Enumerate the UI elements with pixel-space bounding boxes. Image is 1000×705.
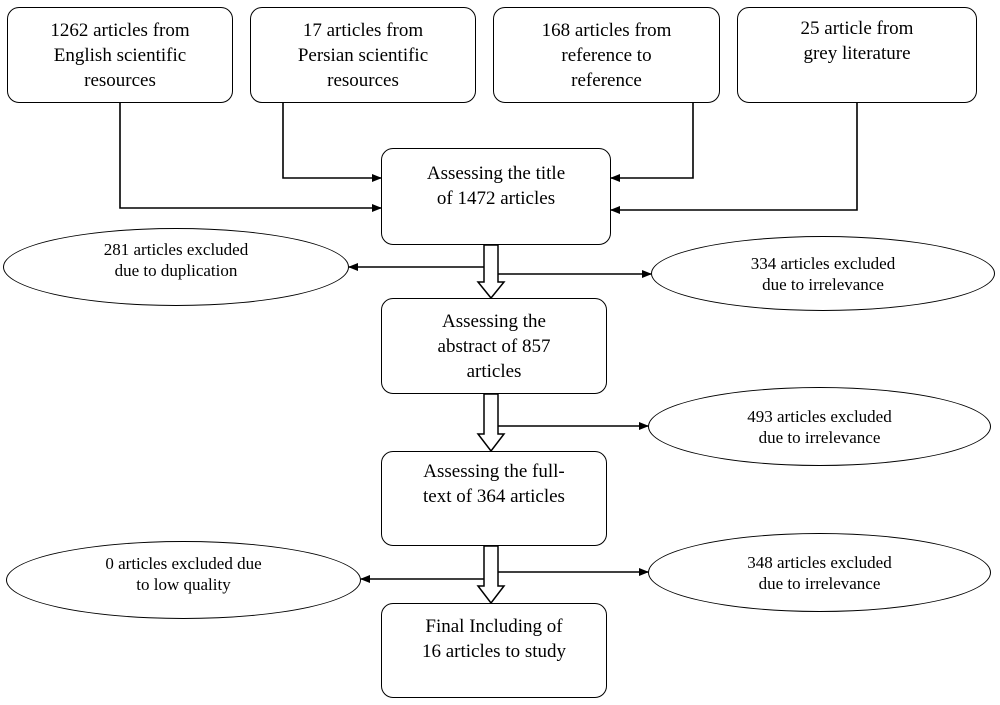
node-text-line: Assessing the: [442, 310, 546, 332]
node-text-line: abstract of 857: [437, 335, 551, 357]
node-text-line: articles: [466, 360, 522, 382]
step-box-title-screening: Assessing the title of 1472 articles: [381, 148, 611, 245]
node-text-line: English scientific: [53, 44, 187, 66]
node-text-line: Assessing the title: [426, 163, 566, 184]
node-text-line: 281 articles excluded: [103, 240, 249, 259]
node-text-line: due to irrelevance: [758, 427, 881, 447]
flow-arrow-title-to-abstract: [476, 244, 506, 300]
source-box-grey-literature: 25 article from grey literature: [737, 7, 977, 103]
node-text-line: due to irrelevance: [758, 573, 881, 593]
connector-grey-to-title: [610, 103, 858, 214]
node-text-line: Assessing the full-: [423, 461, 565, 482]
source-box-persian: 17 articles from Persian scientific reso…: [250, 7, 476, 103]
node-text-line: 334 articles excluded: [750, 253, 896, 273]
node-text-line: 17 articles from: [302, 19, 424, 41]
exclusion-oval-title-irrelevance: 334 articles excluded due to irrelevance: [651, 236, 995, 311]
connector-persian-to-title: [282, 103, 382, 182]
node-text-line: 348 articles excluded: [747, 552, 892, 572]
step-box-final-inclusion: Final Including of 16 articles to study: [381, 603, 607, 698]
node-text-line: reference to: [561, 44, 652, 66]
flow-arrow-fulltext-to-final: [476, 545, 506, 605]
node-text-line: to low quality: [136, 575, 231, 594]
source-box-english: 1262 articles from English scientific re…: [7, 7, 233, 103]
exclusion-oval-duplication: 281 articles excluded due to duplication: [3, 228, 349, 306]
node-text-line: 493 articles excluded: [747, 406, 892, 426]
node-text-line: Persian scientific: [297, 44, 429, 66]
node-text-line: due to duplication: [114, 261, 238, 280]
connector-english-to-title: [119, 103, 382, 212]
node-text-line: 0 articles excluded due: [105, 554, 262, 573]
exclusion-oval-fulltext-irrelevance: 348 articles excluded due to irrelevance: [648, 533, 991, 612]
node-text-line: 25 article from: [800, 18, 914, 39]
node-text-line: 1262 articles from: [50, 19, 190, 41]
step-box-fulltext-screening: Assessing the full- text of 364 articles: [381, 451, 607, 546]
node-text-line: resources: [327, 69, 399, 91]
node-text-line: due to irrelevance: [762, 274, 884, 294]
node-text-line: 168 articles from: [541, 19, 672, 41]
connector-reference-to-title: [610, 103, 694, 182]
exclusion-oval-low-quality: 0 articles excluded due to low quality: [6, 541, 361, 619]
exclusion-oval-abstract-irrelevance: 493 articles excluded due to irrelevance: [648, 387, 991, 466]
node-text-line: resources: [84, 69, 156, 91]
node-text-line: of 1472 articles: [436, 188, 556, 209]
node-text-line: text of 364 articles: [423, 486, 565, 507]
step-box-abstract-screening: Assessing the abstract of 857 articles: [381, 298, 607, 394]
source-box-reference: 168 articles from reference to reference: [493, 7, 720, 103]
node-text-line: Final Including of: [425, 616, 563, 637]
node-text-line: grey literature: [803, 43, 911, 64]
node-text-line: reference: [571, 69, 642, 91]
flow-arrow-abstract-to-fulltext: [476, 393, 506, 453]
node-text-line: 16 articles to study: [421, 641, 567, 662]
